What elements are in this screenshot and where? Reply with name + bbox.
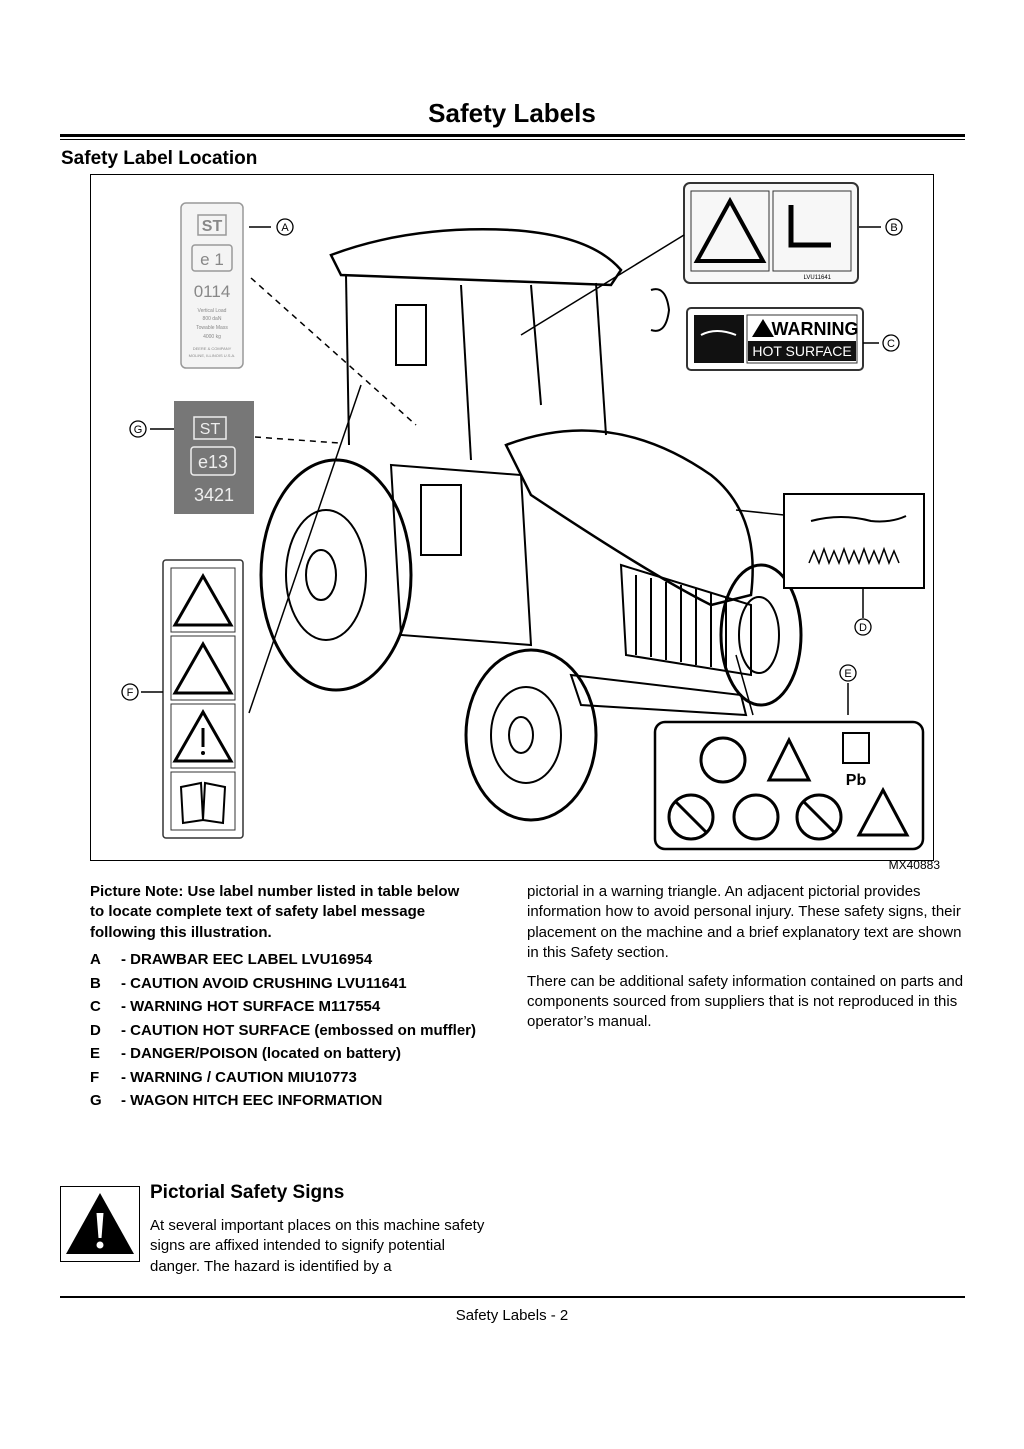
right-paragraph-1: pictorial in a warning triangle. An adja… [527,883,962,962]
pictorial-text: At several important places on this mach… [150,1217,485,1275]
label-a-mass-value: 4000 kg [203,334,221,340]
legend-key: G [90,1092,102,1109]
callout-c: C [882,334,900,352]
label-a-drawbar: ST e 1 0114 Vertical Load 800 daN Towabl… [180,202,244,369]
pictorial-heading: Pictorial Safety Signs [150,1182,345,1203]
label-a-number: 0114 [194,282,231,301]
legend-key: E [90,1045,101,1062]
callout-d: D [854,618,872,636]
svg-text:B: B [890,222,897,234]
legend-item: C - WARNING HOT SURFACE M117554 [90,997,490,1017]
figure-id: MX40883 [888,858,940,872]
legend-text: - WARNING / CAUTION MIU10773 [121,1068,357,1086]
warning-sign-box [60,1186,140,1262]
label-a-vertical-load: Vertical Load [198,308,227,314]
legend-item: D - CAUTION HOT SURFACE (embossed on muff… [90,1021,490,1041]
legend-key: F [90,1068,100,1086]
legend-text: - CAUTION HOT SURFACE (embossed on muffl… [121,1021,477,1039]
callout-b: B [885,218,903,236]
label-c-hot-surface-text: HOT SURFACE [752,343,851,359]
right-column: pictorial in a warning triangle. An adja… [527,882,967,1041]
label-a-e1: e 1 [200,250,224,269]
callout-a: A [276,218,294,236]
legend-key: C [90,998,101,1015]
label-a-location: MOLINE, ILLINOIS U.S.A. [189,353,236,358]
svg-text:D: D [859,622,867,634]
section-heading: Safety Label Location [61,148,258,169]
title-rule-thin [60,139,965,140]
legend-key: B [90,974,101,992]
label-f-warning-caution [162,559,244,839]
label-a-company: DEERE & COMPANY [193,346,232,351]
callout-g: G [129,420,147,438]
label-e-battery: Pb [653,720,925,851]
label-g-e13: e13 [198,452,228,472]
svg-text:G: G [134,424,143,436]
legend-text: - DRAWBAR EEC LABEL LVU16954 [121,951,373,968]
legend-item: B - CAUTION AVOID CRUSHING LVU11641 [90,974,490,994]
label-a-load-value: 800 daN [203,316,222,322]
legend-key: D [90,1021,101,1039]
label-b-code: LVU11641 [804,275,832,281]
tractor-illustration: ST e 1 0114 Vertical Load 800 daN Towabl… [121,182,925,851]
legend-item: G - WAGON HITCH EEC INFORMATION [90,1091,490,1111]
svg-text:C: C [887,338,895,350]
callout-e: E [839,664,857,682]
label-g-wagon-hitch: ST e13 3421 [174,401,254,514]
legend-item: E - DANGER/POISON (located on battery) [90,1044,490,1064]
right-paragraph-2: There can be additional safety informati… [527,972,964,1031]
legend-text: - WAGON HITCH EEC INFORMATION [121,1092,383,1109]
page-footer: Safety Labels - 2 [455,1307,569,1324]
warning-triangle-icon [66,1193,134,1254]
page-title: Safety Labels [428,98,596,128]
label-a-towable-mass: Towable Mass [196,325,228,331]
label-g-number: 3421 [194,485,234,505]
svg-text:F: F [127,687,134,699]
label-legend: A - DRAWBAR EEC LABEL LVU16954 B - CAUTION… [90,950,490,1115]
label-c-hot-surface: WARNING HOT SURFACE [686,307,864,371]
legend-text: - DANGER/POISON (located on battery) [121,1045,402,1062]
label-g-st: ST [200,421,221,438]
legend-item: A - DRAWBAR EEC LABEL LVU16954 [90,950,490,970]
svg-text:E: E [844,668,851,680]
safety-label-figure: ST e 1 0114 Vertical Load 800 daN Towabl… [90,174,934,861]
legend-text: - WARNING HOT SURFACE M117554 [121,998,381,1015]
callout-f: F [121,683,139,701]
label-a-st: ST [202,218,223,235]
svg-text:A: A [281,222,289,234]
label-e-pb: Pb [846,772,867,789]
title-rule-thick [60,134,965,137]
legend-key: A [90,951,101,968]
legend-text: - CAUTION AVOID CRUSHING LVU11641 [121,974,407,992]
label-b-avoid-crushing: LVU11641 [683,182,859,284]
legend-item: F - WARNING / CAUTION MIU10773 [90,1068,490,1088]
picture-note: Picture Note: Use label number listed in… [90,883,460,941]
label-c-warning: WARNING [772,319,859,339]
label-d-muffler [783,493,925,589]
footer-rule [60,1296,965,1298]
